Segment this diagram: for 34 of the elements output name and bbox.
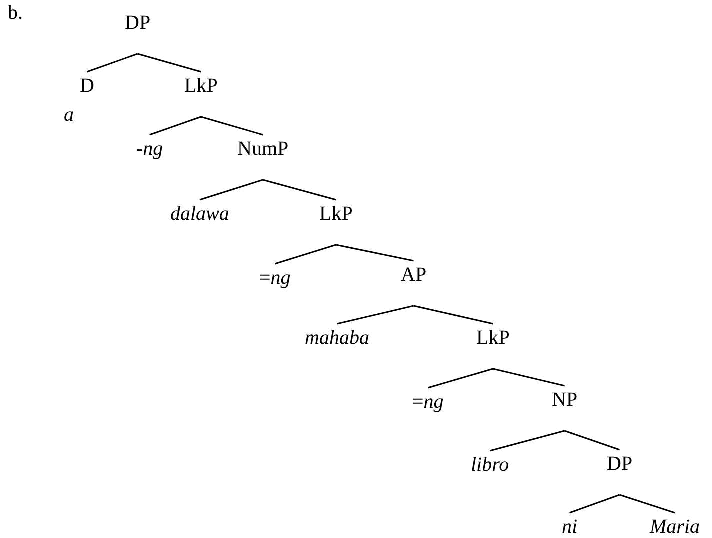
category-label: NumP bbox=[236, 135, 291, 180]
category-label: =ng bbox=[410, 388, 446, 433]
tree-branch bbox=[428, 368, 494, 389]
word-label: mahaba bbox=[303, 324, 372, 369]
word-label: Maria bbox=[648, 513, 702, 538]
tree-branch bbox=[336, 244, 414, 262]
tree-branch bbox=[570, 494, 620, 514]
category-label: AP bbox=[399, 261, 429, 306]
tree-branch bbox=[200, 116, 264, 136]
tree-branch bbox=[150, 116, 202, 136]
category-label: LkP bbox=[182, 72, 220, 117]
word-label: dalawa bbox=[168, 200, 232, 245]
category-label: =ng bbox=[258, 264, 293, 309]
tree-branch bbox=[620, 494, 676, 514]
word-label: -ng bbox=[134, 135, 166, 180]
tree-branch bbox=[138, 53, 202, 73]
tree-branch bbox=[414, 305, 494, 325]
category-label: LkP bbox=[474, 324, 512, 369]
tree-branch bbox=[274, 244, 336, 265]
tree-branch bbox=[86, 53, 138, 73]
tree-branch bbox=[200, 179, 264, 201]
category-label: DP bbox=[605, 450, 635, 495]
tree-branch bbox=[337, 305, 414, 325]
category-label: LkP bbox=[318, 200, 355, 245]
word-label: libro bbox=[469, 451, 512, 496]
tree-branch bbox=[564, 430, 620, 451]
tree-branch bbox=[490, 430, 565, 452]
tree-branch bbox=[262, 179, 336, 201]
category-label: DP bbox=[123, 9, 153, 54]
tree-branch bbox=[493, 368, 565, 387]
word-label: ni bbox=[560, 513, 580, 538]
word-label: a bbox=[64, 104, 74, 126]
category-label: NP bbox=[550, 386, 580, 431]
example-label: b. bbox=[8, 2, 23, 24]
